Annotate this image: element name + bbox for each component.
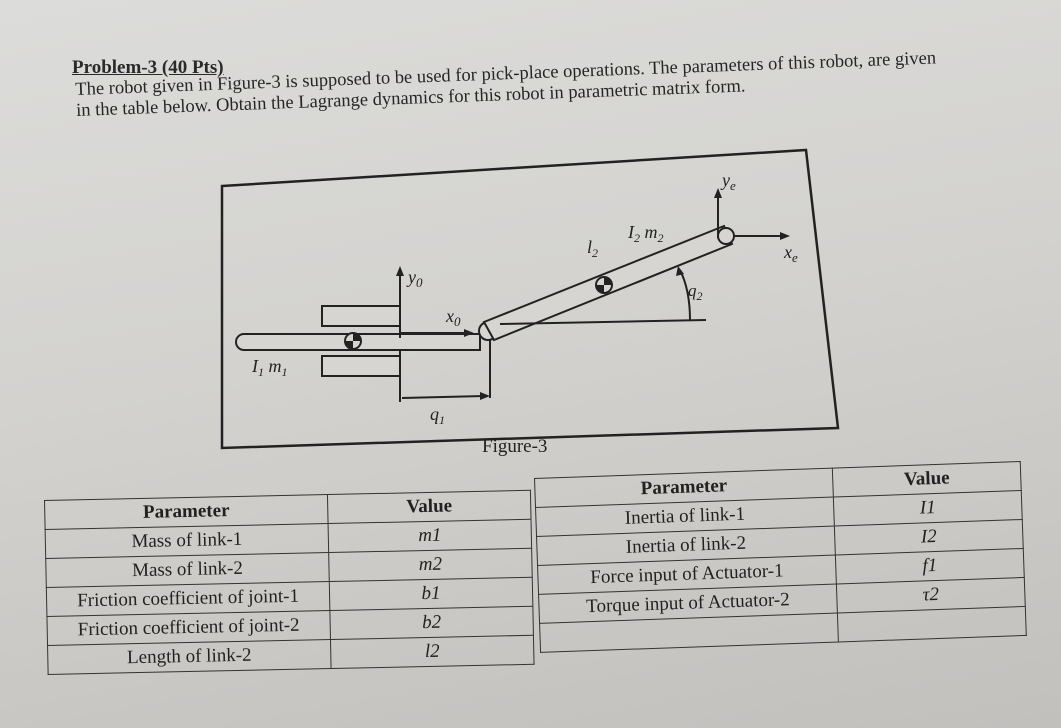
q1-label: q1 — [430, 404, 445, 427]
link1-com-marker — [344, 332, 362, 350]
xe-label: xe — [783, 242, 798, 265]
problem-heading: Problem-3 (40 Pts) — [72, 57, 224, 78]
header-value: Value — [327, 490, 532, 524]
I1m1-label: I1 m1 — [251, 356, 288, 379]
q2-label: q2 — [688, 281, 703, 303]
value-cell: l2 — [330, 635, 535, 669]
guide-block-bottom — [321, 355, 401, 377]
l2-label: l2 — [587, 237, 598, 260]
parameter-table-left: Parameter Value Mass of link-1 m1 Mass o… — [44, 490, 535, 675]
value-cell: b2 — [329, 606, 534, 640]
value-cell: m1 — [328, 519, 532, 553]
value-cell: b1 — [329, 577, 533, 611]
link2-com-marker — [595, 276, 613, 294]
x0-label: x0 — [445, 306, 461, 329]
ye-label: ye — [720, 170, 736, 193]
q1-dimension — [401, 395, 485, 399]
value-cell: m2 — [328, 548, 533, 582]
y0-label: y0 — [406, 267, 423, 290]
figure-border — [220, 148, 840, 450]
I2m2-label: I2 m2 — [627, 222, 664, 245]
value-cell — [837, 606, 1027, 642]
guide-block-top — [321, 305, 401, 327]
figure-caption: Figure-3 — [482, 436, 548, 457]
param-cell: Length of link-2 — [47, 639, 332, 675]
end-effector — [717, 227, 735, 245]
parameter-table-right: Parameter Value Inertia of link-1 I1 Ine… — [534, 461, 1027, 653]
